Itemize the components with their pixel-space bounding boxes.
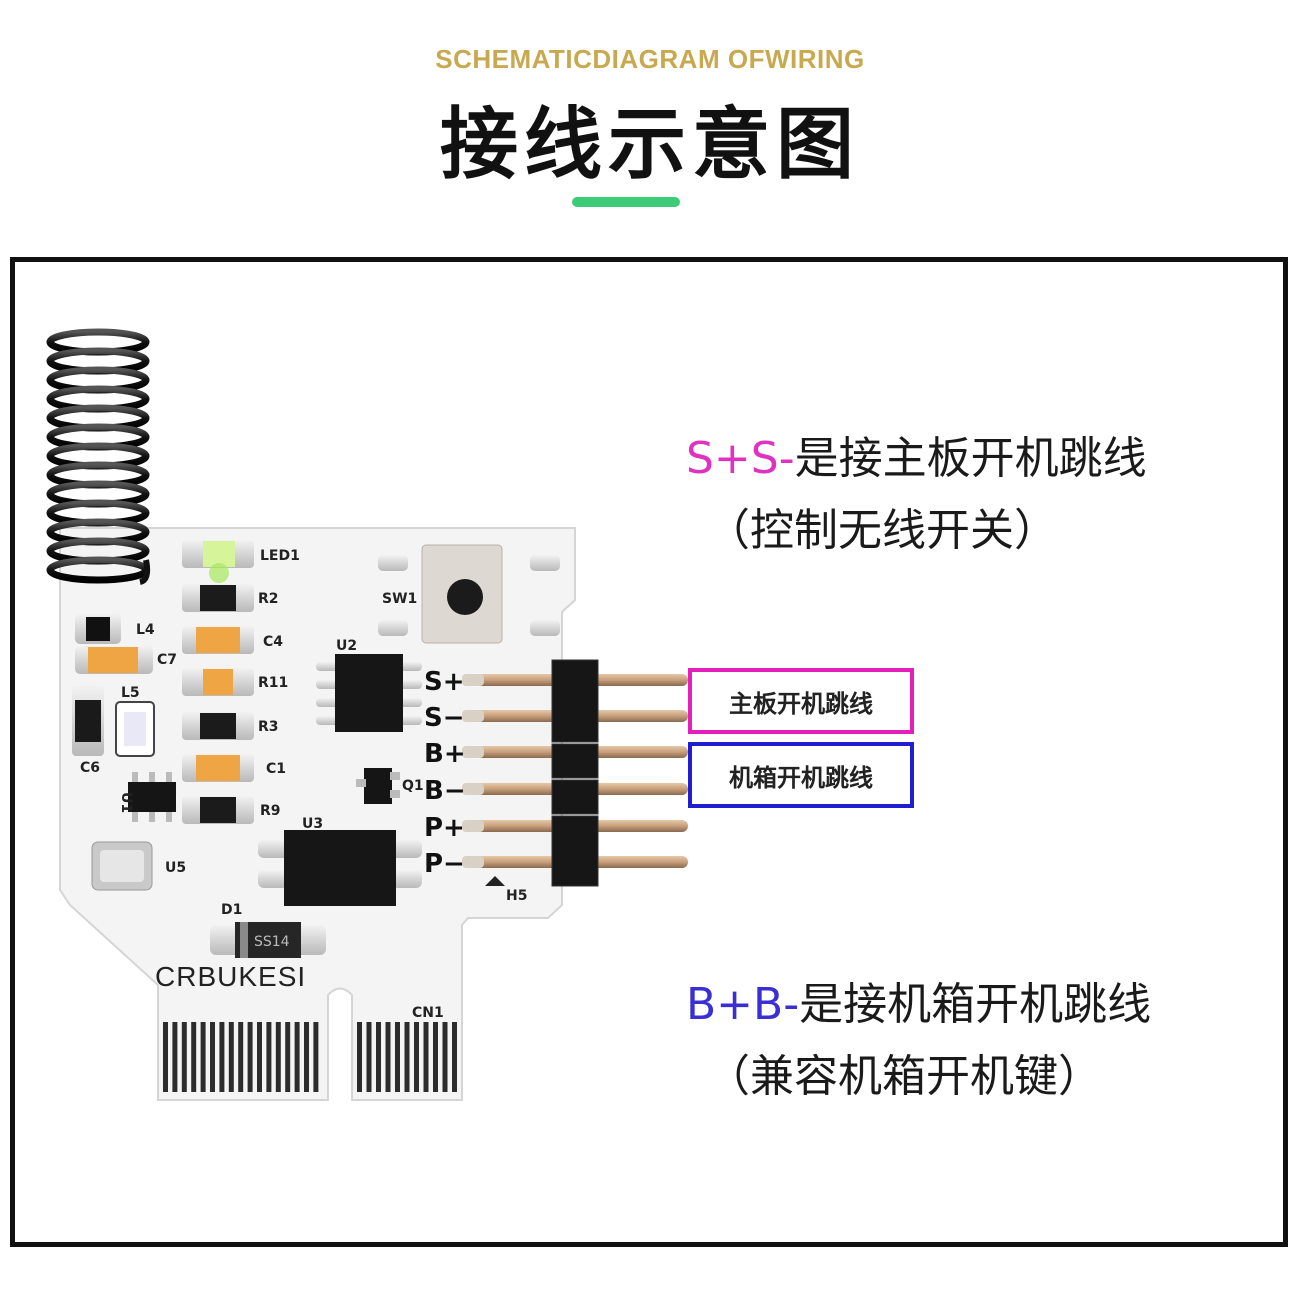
- label-l5: L5: [121, 685, 140, 701]
- motherboard-jumper-tag: 主板开机跳线: [688, 668, 914, 734]
- note-ss-line: S+S-是接主板开机跳线: [686, 422, 1147, 486]
- pin-label-s-minus: S−: [424, 703, 465, 733]
- note-ss-sub: （控制无线开关）: [706, 505, 1058, 556]
- board-brand: CRBUKESI: [155, 961, 306, 992]
- note-bb-sub: （兼容机箱开机键）: [706, 1051, 1102, 1102]
- q1-transistor: [364, 768, 392, 804]
- label-r9: R9: [260, 803, 281, 819]
- note-bb-prefix: B+B-: [686, 979, 800, 1030]
- label-c1: C1: [266, 761, 286, 777]
- label-c4: C4: [263, 634, 283, 650]
- chassis-jumper-label: 机箱开机跳线: [729, 763, 873, 792]
- pin-label-p-minus: P−: [424, 849, 465, 879]
- label-l4: L4: [136, 622, 155, 638]
- label-u2: U2: [336, 638, 357, 654]
- pin-label-b-plus: B+: [424, 739, 466, 769]
- u1-chip: [128, 782, 176, 812]
- pin-label-p-plus: P+: [424, 813, 465, 843]
- note-bb-text: 是接机箱开机跳线: [799, 979, 1152, 1030]
- label-c6: C6: [80, 760, 100, 776]
- label-cn1: CN1: [412, 1005, 444, 1021]
- note-ss-prefix: S+S-: [686, 433, 795, 484]
- diagram-title: 接线示意图: [439, 100, 860, 190]
- label-u3: U3: [302, 816, 323, 832]
- d1-diode: [210, 922, 326, 958]
- pin-header-h5: [462, 659, 688, 887]
- note-ss-text: 是接主板开机跳线: [794, 433, 1147, 484]
- motherboard-jumper-label: 主板开机跳线: [729, 689, 873, 718]
- pin-label-s-plus: S+: [424, 667, 465, 697]
- label-q1: Q1: [402, 778, 424, 794]
- label-d1: D1: [221, 902, 242, 918]
- note-bb-line: B+B-是接机箱开机跳线: [686, 968, 1151, 1032]
- label-r3: R3: [258, 719, 279, 735]
- label-c7: C7: [157, 652, 177, 668]
- label-h5: H5: [506, 888, 527, 904]
- diagram-subtitle: SCHEMATICDIAGRAM OFWIRING: [435, 44, 865, 74]
- label-u1: U1: [118, 792, 134, 813]
- label-u5: U5: [165, 860, 186, 876]
- pin-label-b-minus: B−: [424, 776, 466, 806]
- title-accent-bar: [572, 197, 680, 207]
- chassis-jumper-tag: 机箱开机跳线: [688, 742, 914, 808]
- u2-chip: [316, 654, 422, 732]
- label-sw1: SW1: [382, 591, 417, 607]
- label-led1: LED1: [260, 548, 300, 564]
- edge-connector-cn1: [163, 1022, 457, 1092]
- u3-chip: [258, 830, 422, 906]
- sw1-switch-icon: [378, 544, 560, 644]
- label-r11: R11: [258, 675, 288, 691]
- label-r2: R2: [258, 591, 279, 607]
- antenna-coil-icon: [46, 328, 151, 585]
- diode-marking: SS14: [254, 934, 290, 950]
